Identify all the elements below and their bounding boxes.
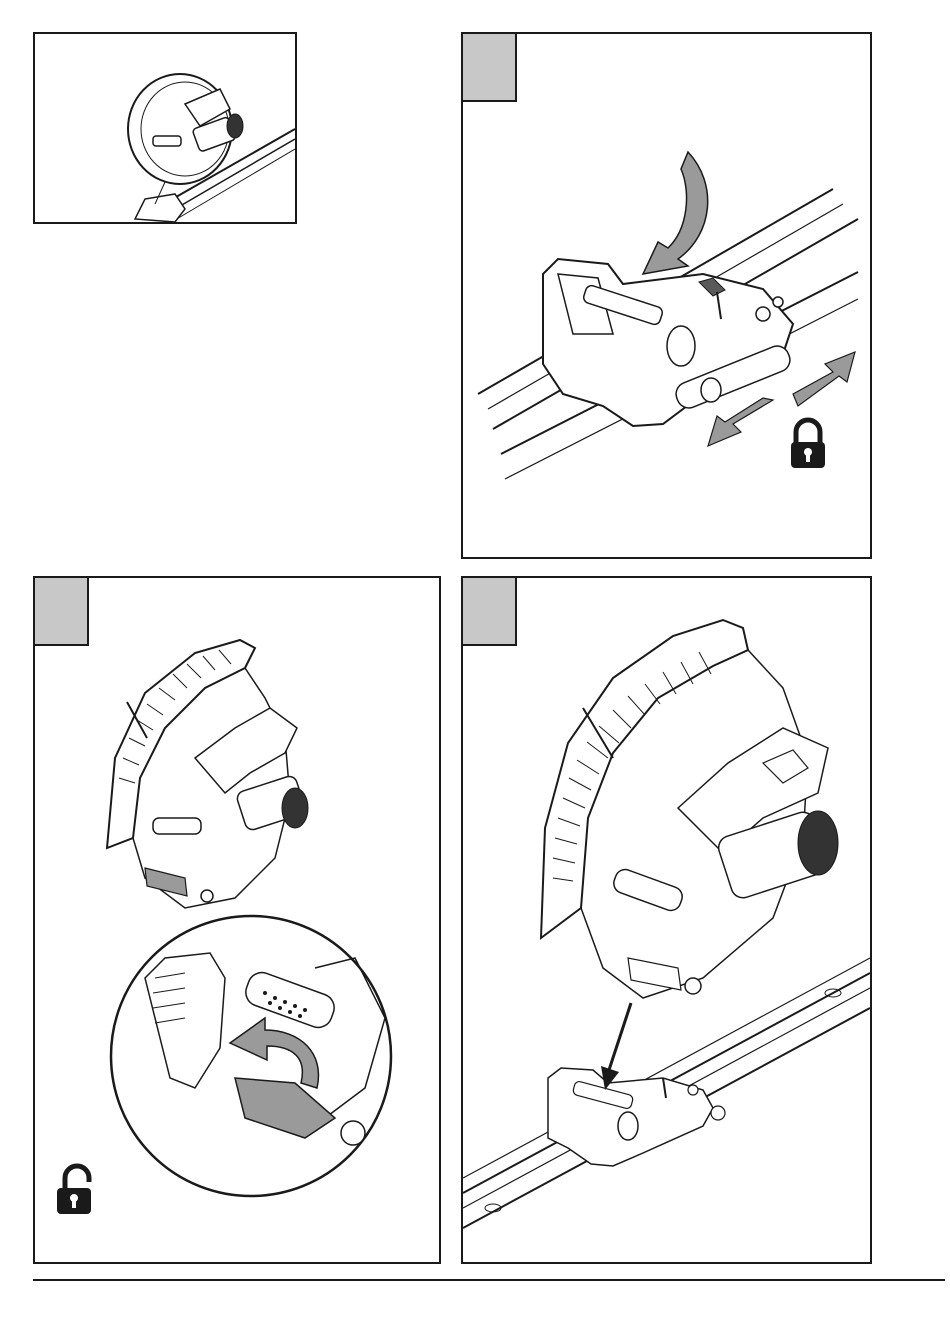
lock-open-icon bbox=[57, 1166, 91, 1214]
step-c-panel bbox=[461, 576, 872, 1264]
overview-illustration bbox=[35, 34, 295, 222]
rotate-arrow-icon bbox=[643, 152, 708, 274]
step-b-tab bbox=[33, 576, 89, 646]
step-c-tab bbox=[461, 576, 517, 646]
slide-right-arrow-icon bbox=[793, 352, 855, 406]
overview-panel bbox=[33, 32, 297, 224]
slide-left-arrow-icon bbox=[708, 398, 773, 446]
lock-closed-icon bbox=[791, 420, 825, 468]
step-c-illustration bbox=[463, 578, 870, 1262]
insert-arrow-icon bbox=[601, 1003, 631, 1090]
step-a-tab bbox=[461, 32, 517, 102]
step-b-illustration bbox=[35, 578, 439, 1262]
step-b-panel bbox=[33, 576, 441, 1264]
step-a-illustration bbox=[463, 34, 870, 557]
step-a-panel bbox=[461, 32, 872, 559]
footer-rule bbox=[33, 1279, 945, 1281]
